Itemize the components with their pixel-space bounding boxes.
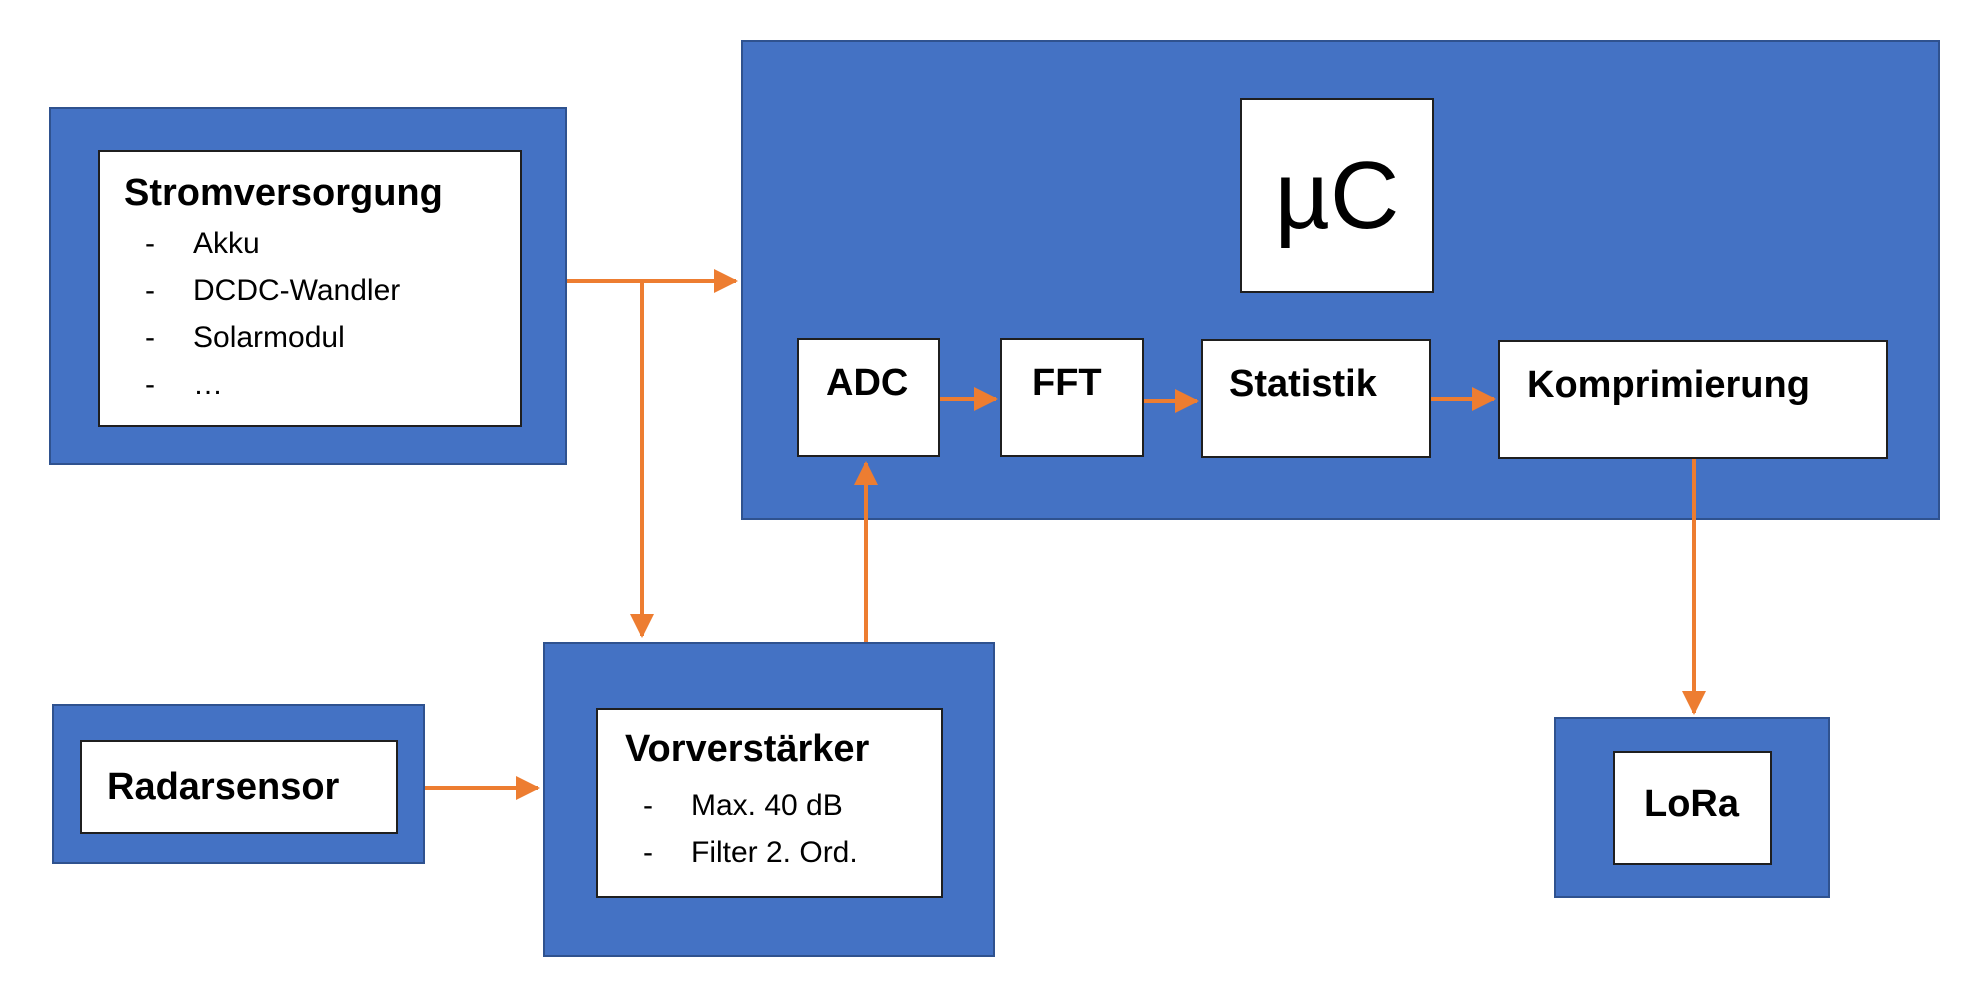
preamplifier-title: Vorverstärker <box>625 728 870 770</box>
power-supply-box: Stromversorgung -Akku -DCDC-Wandler -Sol… <box>98 150 522 427</box>
statistik-box: Statistik <box>1201 339 1431 458</box>
list-item: -Solarmodul <box>145 321 345 354</box>
radar-sensor-box: Radarsensor <box>80 740 398 834</box>
adc-label: ADC <box>826 362 909 404</box>
fft-box: FFT <box>1000 338 1144 457</box>
list-item: -DCDC-Wandler <box>145 274 401 307</box>
komprimierung-box: Komprimierung <box>1498 340 1888 459</box>
preamplifier-list: -Max. 40 dB -Filter 2. Ord. <box>643 782 858 876</box>
list-item: -Max. 40 dB <box>643 789 843 822</box>
microcontroller-label-box: µC <box>1240 98 1434 293</box>
lora-box: LoRa <box>1613 751 1772 865</box>
microcontroller-label: µC <box>1274 141 1400 249</box>
list-item: -… <box>145 368 223 401</box>
list-item: -Akku <box>145 227 260 260</box>
radar-sensor-label: Radarsensor <box>107 766 340 808</box>
preamplifier-box: Vorverstärker -Max. 40 dB -Filter 2. Ord… <box>596 708 943 898</box>
power-supply-list: -Akku -DCDC-Wandler -Solarmodul -… <box>145 220 400 408</box>
list-item: -Filter 2. Ord. <box>643 836 858 869</box>
komprimierung-label: Komprimierung <box>1527 364 1810 406</box>
statistik-label: Statistik <box>1229 363 1377 405</box>
lora-label: LoRa <box>1644 783 1739 825</box>
adc-box: ADC <box>797 338 940 457</box>
fft-label: FFT <box>1032 362 1102 404</box>
power-supply-title: Stromversorgung <box>124 172 443 214</box>
